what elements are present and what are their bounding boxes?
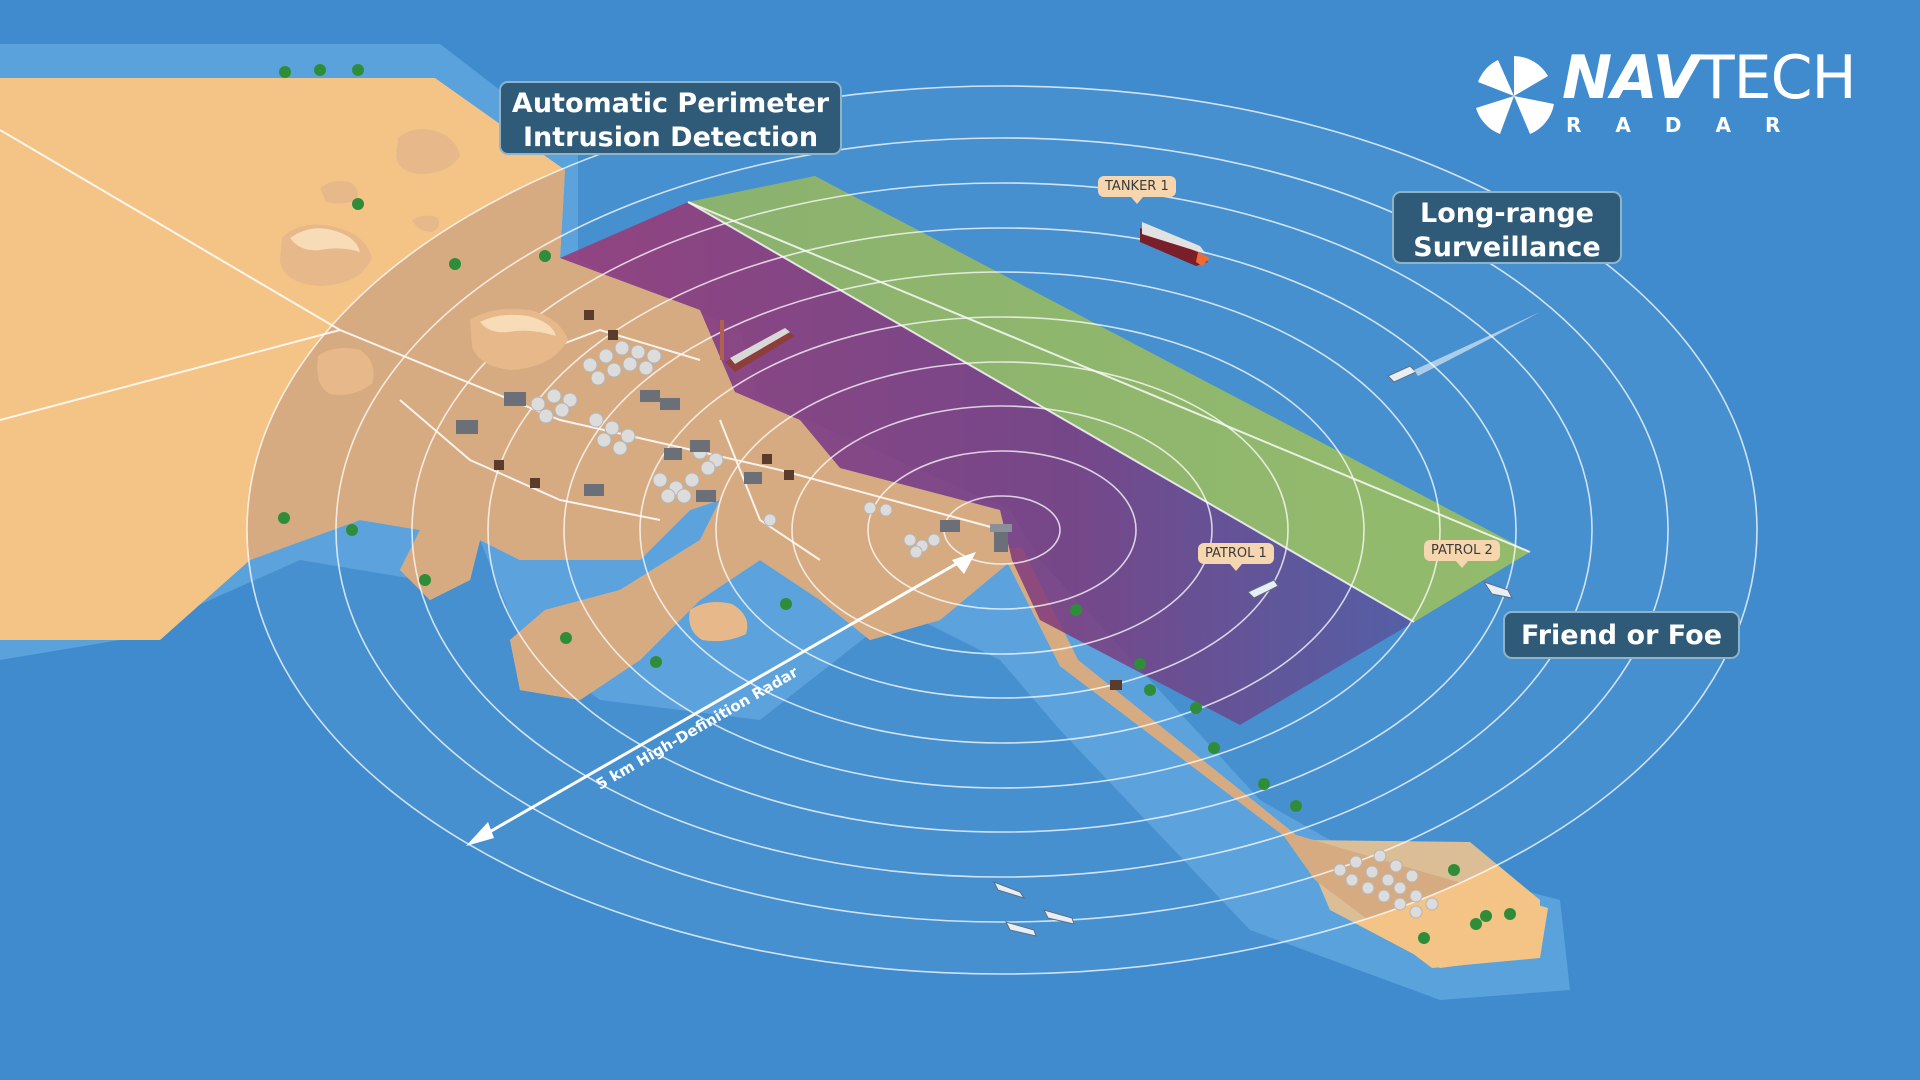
perimeter-intrusion-zone <box>560 202 1414 725</box>
rock-icon <box>280 129 748 642</box>
logo-subtitle: RADAR <box>1566 113 1815 137</box>
palm-tree-icon <box>278 64 1516 944</box>
logo-brand-bold: NAV <box>1562 43 1699 113</box>
warehouse-icon <box>456 390 960 532</box>
patrol-boat-icon <box>992 365 1513 937</box>
callout-line: Surveillance <box>1413 231 1601 263</box>
radar-range-rings <box>246 85 1758 975</box>
roads <box>0 129 1003 561</box>
radar-tower-icon <box>990 524 1012 552</box>
navtech-radar-logo: NAVTECH RADAR <box>1470 48 1880 148</box>
callout-friend-or-foe: Friend or Foe <box>1503 611 1740 659</box>
long-range-surveillance-zone <box>688 176 1530 622</box>
callout-perimeter-intrusion-detection: Automatic Perimeter Intrusion Detection <box>499 81 842 155</box>
logo-wordmark: NAVTECH <box>1562 48 1857 108</box>
moored-tanker-icon <box>720 320 795 372</box>
logo-brand-light: TECH <box>1698 43 1857 113</box>
callout-line: Automatic Perimeter <box>511 88 830 119</box>
vessel-tag-patrol-2: PATROL 2 <box>1424 540 1500 568</box>
tanker-ship-icon <box>1140 222 1210 266</box>
surveillance-zone-edge-outer <box>687 201 1531 553</box>
callout-line: Long-range <box>1420 198 1594 229</box>
pumpjack-icon <box>494 310 1122 690</box>
surveillance-zone-edge <box>687 201 1415 623</box>
navtech-fan-logo-icon <box>1476 56 1554 134</box>
callout-line: Intrusion Detection <box>522 121 819 153</box>
boat-wake <box>1414 312 1540 376</box>
oil-tank-icon <box>530 340 1439 919</box>
vessel-tag-tanker-1: TANKER 1 <box>1098 176 1176 204</box>
callout-long-range-surveillance: Long-range Surveillance <box>1392 191 1622 264</box>
vessel-tag-patrol-1: PATROL 1 <box>1198 543 1274 571</box>
range-arrow <box>466 552 976 846</box>
callout-line: Friend or Foe <box>1520 620 1723 651</box>
